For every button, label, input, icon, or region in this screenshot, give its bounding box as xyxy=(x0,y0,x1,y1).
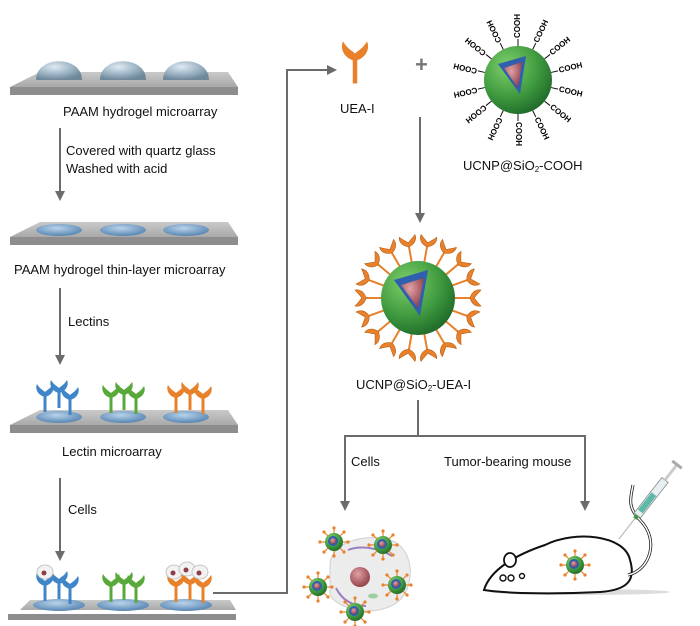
thin-layer-spot xyxy=(100,224,146,236)
arrow-label-lectins: Lectins xyxy=(68,314,110,329)
cooh-group-label: COOH xyxy=(558,60,584,74)
cooh-bond xyxy=(477,87,485,90)
cooh-group-label: COOH xyxy=(513,14,522,38)
arrow-label-covered: Covered with quartz glass xyxy=(66,143,216,158)
cooh-bond xyxy=(551,87,559,90)
step-label-thin-layer: PAAM hydrogel thin-layer microarray xyxy=(14,262,226,277)
thin-layer-spot xyxy=(36,224,82,236)
branch-line xyxy=(344,435,586,500)
bound-nanoparticle xyxy=(380,568,414,602)
cooh-bond xyxy=(485,54,492,60)
lectin-blue-group xyxy=(35,379,80,416)
cooh-group-label: COOH xyxy=(452,61,478,75)
arrow-label-washed: Washed with acid xyxy=(66,161,168,176)
cooh-bond xyxy=(532,42,537,50)
lectin-orange-group xyxy=(166,381,213,415)
lectin-green-group xyxy=(101,381,146,415)
step-label-lectin-microarray: Lectin microarray xyxy=(62,444,162,459)
syringe-icon xyxy=(618,459,683,540)
cooh-group-label: COOH xyxy=(558,85,584,99)
tumor-nanoparticle xyxy=(558,548,592,582)
branch-label-mouse: Tumor-bearing mouse xyxy=(444,454,572,469)
cooh-group-label: COOH xyxy=(463,35,488,57)
ucnp-uea-label: UCNP@SiO2-UEA-I xyxy=(356,377,472,393)
step-label-hydrogel-microarray: PAAM hydrogel microarray xyxy=(63,104,218,119)
bound-nanoparticle xyxy=(301,570,335,604)
uea-i-label: UEA-I xyxy=(340,101,375,116)
cooh-group-label: COOH xyxy=(532,18,551,44)
cooh-group-label: COOH xyxy=(548,35,573,57)
thin-layer-spot xyxy=(163,224,209,236)
cooh-bond xyxy=(544,100,551,106)
bound-nanoparticle xyxy=(366,528,400,562)
uea-i-lectin-icon xyxy=(342,42,368,84)
cooh-group-label: COOH xyxy=(533,116,552,142)
ucnp-cooh-label: UCNP@SiO2-COOH xyxy=(463,158,583,174)
lectin-microarray-illustration xyxy=(10,379,238,433)
cooh-group-label: COOH xyxy=(464,103,489,125)
branch-label-cells: Cells xyxy=(351,454,380,469)
bound-cell xyxy=(36,564,54,580)
cooh-bond xyxy=(544,54,551,60)
cooh-bond xyxy=(532,110,537,118)
cooh-bond xyxy=(551,70,559,73)
tumor-bearing-mouse-illustration xyxy=(482,484,670,595)
cooh-bond xyxy=(485,100,492,106)
hydrogel-droplet xyxy=(36,61,82,80)
ucnp-uea-conjugate xyxy=(354,233,482,363)
cooh-group-label: COOH xyxy=(485,19,504,45)
plus-sign: + xyxy=(415,52,428,77)
arrow-label-cells: Cells xyxy=(68,502,97,517)
thin-layer-microarray-illustration xyxy=(10,222,238,245)
cooh-group-label: COOH xyxy=(453,85,479,99)
bound-nanoparticle xyxy=(317,525,351,559)
cooh-group-label: COOH xyxy=(486,116,505,142)
hydrogel-microarray-illustration xyxy=(10,61,238,95)
cooh-bond xyxy=(499,110,504,118)
connector-arrow-to-uea xyxy=(213,65,337,594)
cooh-group-label: COOH xyxy=(514,122,523,146)
cooh-bond xyxy=(477,70,485,73)
cooh-group-label: COOH xyxy=(548,102,573,124)
hydrogel-droplet xyxy=(100,61,146,80)
cell-binding-microarray-illustration xyxy=(8,561,236,620)
cooh-bond xyxy=(499,42,504,50)
targeted-cell-illustration xyxy=(301,525,414,626)
bound-cell xyxy=(191,564,209,580)
hydrogel-droplet xyxy=(163,61,209,80)
